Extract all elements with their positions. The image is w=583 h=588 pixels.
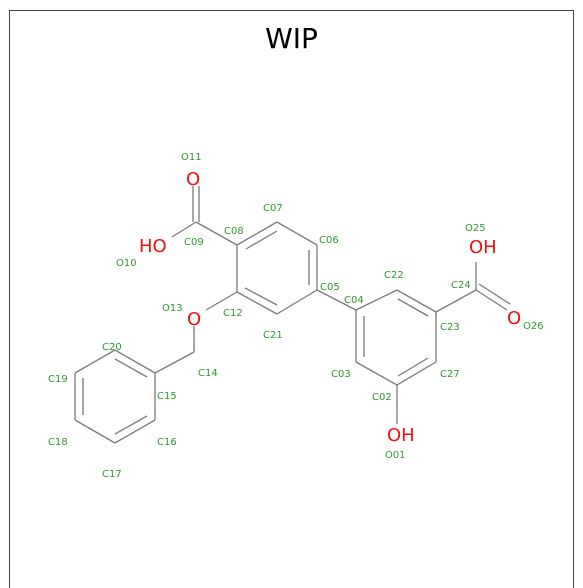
bond-c24-o26-double [478,283,511,305]
atom-label-c27: C27 [440,369,460,380]
atom-label-c24: C24 [451,280,471,291]
atom-label-c04: C04 [344,295,364,306]
diagram-frame [9,10,574,588]
bond-c24-o26 [475,289,508,311]
bond-c12-c21-inner [244,287,278,306]
bond-c22-c23-inner [397,298,429,317]
bond-c21-c05 [276,289,318,315]
bond-c07-c08 [236,221,278,246]
bond-c22-c23 [396,289,437,313]
heteroatom-oh-c24: OH [469,237,497,258]
atom-label-c02: C02 [372,392,392,403]
atom-label-c12: C12 [223,308,243,319]
atom-label-c03: C03 [331,369,351,380]
atom-label-c09: C09 [184,237,204,248]
bond-c04-c22 [355,289,398,311]
bond-c17-c18 [74,419,116,444]
atom-label-o25: O25 [465,223,486,234]
atom-label-c22: C22 [384,270,404,281]
bond-c16-c17 [114,419,156,444]
heteroatom-oh-c02: OH [387,425,415,446]
atom-label-c16: C16 [157,437,177,448]
bond-c14-c15 [154,351,195,374]
heteroatom-ho-c09: HO [139,236,167,257]
atom-label-c23: C23 [440,322,460,333]
atom-label-c19: C19 [48,374,68,385]
atom-label-c07: C07 [263,203,283,214]
atom-label-o01: O01 [385,450,406,461]
atom-label-o13: O13 [162,303,183,314]
atom-label-c21: C21 [263,330,283,341]
atom-label-o10: O10 [116,258,137,269]
bond-c09-o10 [171,221,197,238]
bond-c07-c08-inner [245,230,278,250]
heteroatom-o26: O [507,308,521,329]
bond-c06-c07 [276,221,318,246]
bond-c23-c24 [435,289,477,313]
heteroatom-o13: O [187,309,201,330]
atom-label-c08: C08 [224,226,244,237]
atom-label-c14: C14 [198,368,218,379]
atom-label-c17: C17 [102,469,122,480]
bond-c08-c09 [195,221,238,246]
bond-c20-c15-inner [114,358,148,378]
atom-label-c20: C20 [102,342,122,353]
heteroatom-o11: O [186,169,200,190]
bond-c04-c05 [316,289,357,311]
bond-c16-c17-inner [114,415,148,435]
atom-label-c06: C06 [319,235,339,246]
bond-c02-c03 [355,361,398,386]
bond-c12-o13 [205,291,238,311]
bond-c19-c20 [74,349,116,374]
bond-c27-c02 [396,361,437,386]
diagram-title: WIP [265,22,318,55]
atom-label-c15: C15 [157,391,177,402]
atom-label-c18: C18 [48,437,68,448]
bond-c20-c15 [114,349,156,374]
atom-label-o26: O26 [523,321,544,332]
bond-c12-c21 [236,291,278,315]
atom-label-o11: O11 [181,152,202,163]
bond-c27-c02-inner [397,357,429,377]
atom-label-c05: C05 [320,282,340,293]
